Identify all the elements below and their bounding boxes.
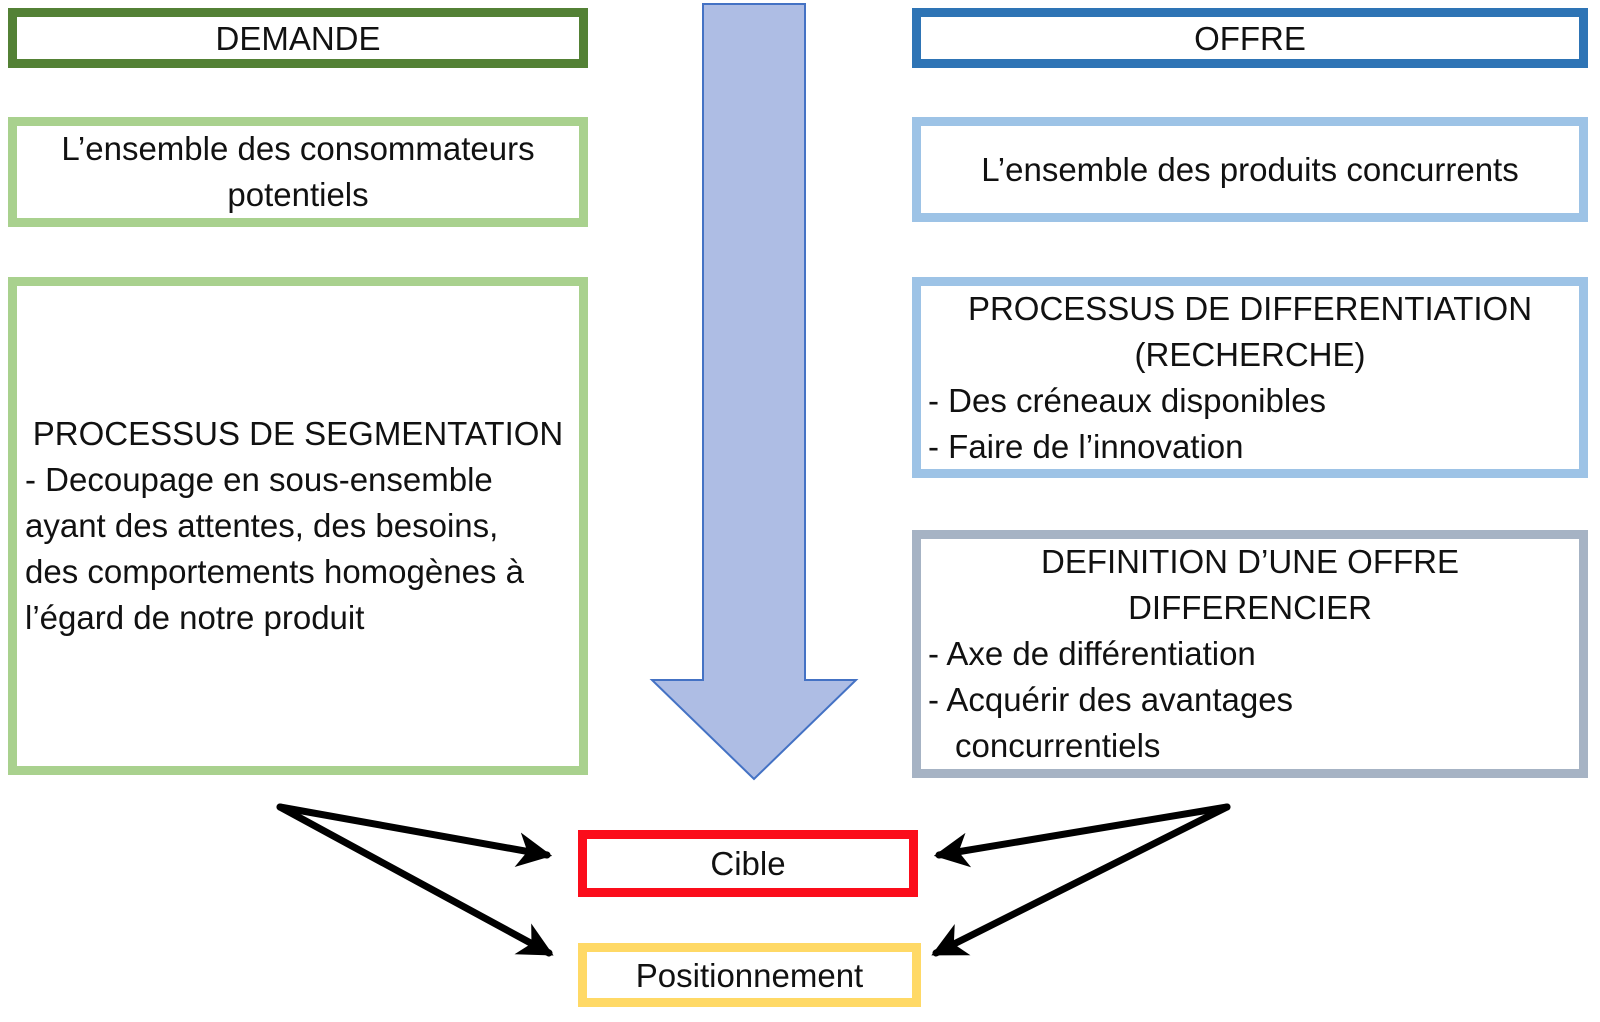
demande-title-box: DEMANDE: [8, 8, 588, 68]
demande-segmentation-box: PROCESSUS DE SEGMENTATION - Decoupage en…: [8, 277, 588, 775]
offre-products-text: L’ensemble des produits concurrents: [981, 150, 1519, 188]
connector-offre-to-positionnement-icon: [931, 803, 1231, 957]
differentiation-heading: PROCESSUS DE DIFFERENTIATION (RECHERCHE): [967, 289, 1533, 373]
definition-heading: DEFINITION D’UNE OFFRE DIFFERENCIER: [1041, 543, 1459, 626]
offre-differentiation-box: PROCESSUS DE DIFFERENTIATION (RECHERCHE)…: [912, 277, 1588, 478]
offre-title-box: OFFRE: [912, 8, 1588, 68]
connector-offre-to-cible-icon: [933, 803, 1231, 868]
definition-bullet-2: - Acquérir des avantages concurrentiels: [928, 681, 1294, 764]
down-arrow-icon: [649, 3, 859, 781]
offre-products-box: L’ensemble des produits concurrents: [912, 117, 1588, 222]
positionnement-box: Positionnement: [578, 943, 921, 1007]
differentiation-bullet-1: - Des créneaux disponibles: [928, 381, 1327, 419]
segmentation-body: - Decoupage en sous-ensemble ayant des a…: [25, 461, 524, 636]
demande-consumers-box: L’ensemble des consommateurs potentiels: [8, 117, 588, 227]
differentiation-bullet-2: - Faire de l’innovation: [928, 427, 1244, 465]
connector-demande-to-positionnement-icon: [276, 803, 554, 957]
demande-title-label: DEMANDE: [215, 19, 381, 57]
positionnement-label: Positionnement: [635, 956, 864, 994]
offre-title-label: OFFRE: [1194, 19, 1306, 57]
segmentation-heading: PROCESSUS DE SEGMENTATION: [32, 415, 564, 452]
offre-definition-box: DEFINITION D’UNE OFFRE DIFFERENCIER - Ax…: [912, 530, 1588, 778]
definition-bullet-1: - Axe de différentiation: [928, 635, 1256, 672]
cible-box: Cible: [578, 830, 918, 897]
cible-label: Cible: [710, 845, 786, 882]
connector-demande-to-cible-icon: [276, 803, 553, 867]
demande-consumers-text: L’ensemble des consommateurs potentiels: [61, 130, 535, 213]
